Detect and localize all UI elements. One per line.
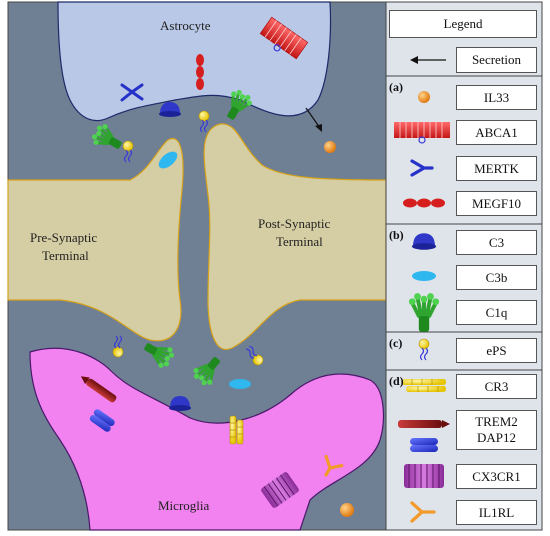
legend-item-c3b: C3b bbox=[456, 265, 537, 290]
legend-item-c1q: C1q bbox=[456, 300, 537, 325]
presynaptic-label-line2: Terminal bbox=[42, 248, 89, 263]
legend-item-trem2-dap12: TREM2 DAP12 bbox=[456, 410, 537, 450]
section-c-tag: (c) bbox=[389, 336, 403, 350]
trem2-icon bbox=[80, 376, 117, 403]
dap12-icon bbox=[89, 409, 115, 432]
astrocyte-label: Astrocyte bbox=[160, 18, 211, 33]
legend-item-il1rl: IL1RL bbox=[456, 500, 537, 525]
legend-title: Legend bbox=[389, 10, 537, 38]
secretion-arrow bbox=[305, 107, 321, 129]
postsynaptic-label-line1: Post-Synaptic bbox=[258, 216, 330, 231]
presynaptic-terminal bbox=[7, 137, 184, 342]
megf10-icon bbox=[403, 198, 445, 208]
c3b-icon bbox=[412, 271, 436, 281]
section-d-tag: (d) bbox=[389, 374, 404, 388]
il33-icon bbox=[340, 503, 354, 517]
section-a-tag: (a) bbox=[389, 80, 403, 94]
presynaptic-label-line1: Pre-Synaptic bbox=[30, 230, 97, 245]
legend-item-il33: IL33 bbox=[456, 85, 537, 110]
microglia-label: Microglia bbox=[158, 498, 209, 513]
dap12-icon bbox=[410, 438, 438, 452]
legend-item-megf10: MEGF10 bbox=[456, 191, 537, 216]
cr3-icon bbox=[402, 379, 446, 392]
legend-item-eps: ePS bbox=[456, 338, 537, 363]
legend-item-cx3cr1: CX3CR1 bbox=[456, 464, 537, 489]
section-b-tag: (b) bbox=[389, 228, 404, 242]
abca1-icon bbox=[394, 122, 450, 144]
legend-item-abca1: ABCA1 bbox=[456, 120, 537, 145]
cx3cr1-icon bbox=[404, 464, 444, 488]
legend-item-cr3: CR3 bbox=[456, 374, 537, 399]
cx3cr1-icon bbox=[261, 472, 299, 508]
il1rl-icon bbox=[410, 501, 436, 523]
abca1-icon bbox=[259, 16, 309, 60]
postsynaptic-label-line2: Terminal bbox=[276, 234, 323, 249]
il33-icon bbox=[418, 91, 430, 103]
legend-secretion: Secretion bbox=[456, 47, 537, 73]
il33-icon bbox=[324, 141, 336, 153]
legend-item-mertk: MERTK bbox=[456, 156, 537, 181]
c3b-icon bbox=[229, 379, 251, 389]
c3b-icon bbox=[158, 151, 178, 169]
mertk-icon bbox=[410, 159, 434, 177]
postsynaptic-terminal bbox=[203, 123, 387, 351]
megf10-icon bbox=[196, 54, 204, 90]
trem2-icon bbox=[398, 420, 450, 428]
legend-item-c3: C3 bbox=[456, 230, 537, 255]
